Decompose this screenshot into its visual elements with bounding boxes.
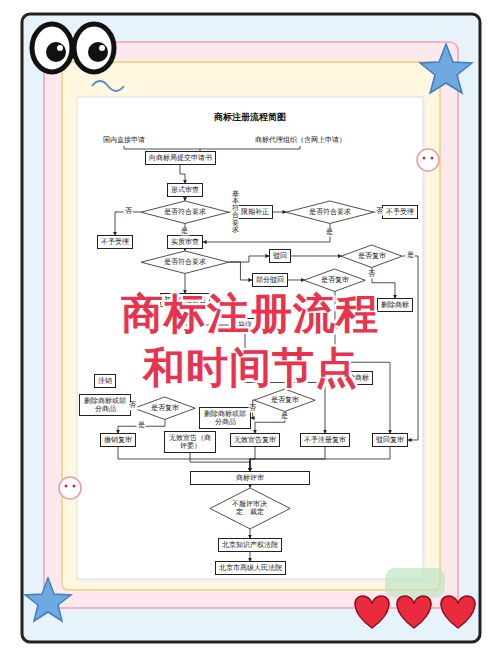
decision-diamond: 是否复审 <box>341 245 402 267</box>
edge-label: 否 <box>375 208 384 215</box>
flow-connector <box>229 262 252 280</box>
process-box: 注销 <box>94 374 116 387</box>
decision-diamond: 是否符合要求 <box>141 251 229 273</box>
decision-diamond: 是否符合要求 <box>141 201 229 223</box>
node-text: 是否复审 <box>271 396 299 404</box>
process-box: 无效宣告复审 <box>230 433 280 446</box>
flow-connector <box>250 447 390 472</box>
node-text: 不予受理 <box>386 208 414 216</box>
node-text: 注销 <box>98 377 112 385</box>
edge-label: 否 <box>248 405 257 412</box>
node-text: 是否符合要求 <box>309 208 351 216</box>
flow-connector <box>291 255 341 256</box>
flow-connector <box>229 256 269 262</box>
process-box: 删除商标或部分商品 <box>79 394 131 416</box>
node-text: 是否复审 <box>151 404 179 412</box>
overlay-title: 商标注册流程 <box>121 286 379 342</box>
flow-connector <box>184 197 185 201</box>
node-text: 是否复审 <box>321 276 349 284</box>
node-text: 是否符合要求 <box>164 208 206 216</box>
process-box: 删除商标 <box>377 298 413 311</box>
process-box: 形式审查 <box>167 183 203 196</box>
source-label: 国内直接申请 <box>103 136 145 145</box>
edge-label: 否 <box>124 208 133 215</box>
process-box: 不予注册复审 <box>300 433 350 446</box>
node-text: 部分驳回 <box>256 276 284 284</box>
node-text: 驳回 <box>273 252 287 260</box>
source-label: 商标代理组织（含网上申请） <box>255 136 346 145</box>
node-text: 无效宣告复审 <box>234 436 276 444</box>
process-box: 限期补正 <box>237 205 273 218</box>
node-text: 无效宣告（商评委） <box>168 434 212 451</box>
flow-connector <box>273 211 286 212</box>
flow-connector <box>249 528 250 538</box>
node-text: 删除商标 <box>381 301 409 309</box>
flow-connector <box>250 552 251 562</box>
overlay-title: 和时间节点 <box>143 340 358 396</box>
node-text: 限期补正 <box>241 208 269 216</box>
flow-connector <box>118 419 165 433</box>
flow-connector <box>203 223 330 242</box>
decision-diamond: 是否符合要求 <box>286 201 374 223</box>
flow-connector <box>288 279 304 280</box>
node-text: 是否符合要求 <box>164 258 206 266</box>
decision-diamond: 是否复审 <box>134 397 195 419</box>
process-box: 删除商标或部分商品 <box>199 407 251 429</box>
node-text: 实质审查 <box>171 238 199 246</box>
process-box: 向商标局提交申请书 <box>145 151 216 164</box>
diagram-title: 商标注册流程简图 <box>214 111 286 124</box>
edge-label: 否 <box>128 403 137 410</box>
edge-label: 基本符合要求 <box>231 191 240 234</box>
node-text: 删除商标或部分商品 <box>83 397 127 414</box>
node-text: 撤销复审 <box>104 436 132 444</box>
edge-label: 是 <box>180 229 189 236</box>
process-box: 撤销复审 <box>100 433 136 446</box>
decision-diamond: 是否复审 <box>304 269 365 291</box>
edge-label: 是 <box>280 413 289 420</box>
node-text: 删除商标或部分商品 <box>203 410 247 427</box>
decision-diamond: 不服评审决定、裁定 <box>210 488 290 529</box>
process-box: 实质审查 <box>167 235 203 248</box>
node-text: 北京市高级人民法院 <box>219 564 282 572</box>
flow-connector <box>403 256 418 440</box>
node-text: 向商标局提交申请书 <box>149 154 212 162</box>
edge-label: 是 <box>406 252 415 259</box>
process-box: 商标评审 <box>190 471 310 484</box>
node-text: 形式审查 <box>171 186 199 194</box>
node-text: 商标评审 <box>236 474 264 482</box>
process-box: 驳回 <box>269 249 291 262</box>
node-text: 驳回复审 <box>376 436 404 444</box>
flow-connector <box>190 453 250 471</box>
node-text: 不予受理 <box>101 238 129 246</box>
edge-label: 是 <box>137 423 146 430</box>
process-box: 部分驳回 <box>252 273 288 286</box>
decision-diamond: 是否复审 <box>254 389 315 411</box>
process-box: 无效宣告（商评委） <box>164 431 216 453</box>
node-text: 不予注册复审 <box>304 436 346 444</box>
flow-connector <box>180 165 185 184</box>
edge-label: 否 <box>367 271 376 278</box>
edge-label: 是 <box>325 229 334 236</box>
process-box: 不予受理 <box>382 205 418 218</box>
process-box: 北京市高级人民法院 <box>215 561 286 574</box>
node-text: 不服评审决定、裁定 <box>231 500 269 517</box>
node-text: 是否复审 <box>358 252 386 260</box>
process-box: 不予受理 <box>97 235 133 248</box>
process-box: 北京知识产权法院 <box>218 538 282 551</box>
node-text: 北京知识产权法院 <box>222 541 278 549</box>
process-box: 驳回复审 <box>372 433 408 446</box>
